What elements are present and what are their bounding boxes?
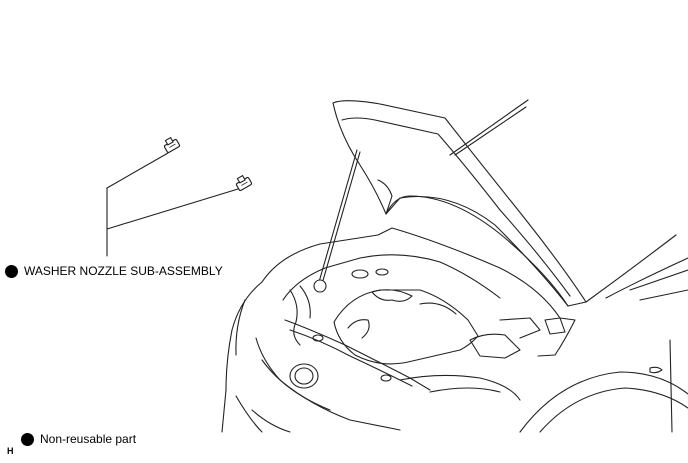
legend-text: Non-reusable part: [40, 432, 137, 446]
windshield-edge: [449, 99, 529, 156]
filled-circle-icon: [21, 432, 34, 446]
leader-lines: [106, 152, 239, 257]
legend: Non-reusable part: [21, 432, 136, 446]
engine-bay: [261, 227, 576, 391]
washer-nozzle-icon: [163, 136, 181, 153]
hood-panel: [332, 100, 587, 307]
right-fender: [519, 234, 688, 433]
part-name: WASHER NOZZLE SUB-ASSEMBLY: [24, 264, 223, 278]
front-bumper: [221, 281, 521, 433]
filled-circle-icon: [5, 264, 18, 278]
part-callout: WASHER NOZZLE SUB-ASSEMBLY: [5, 264, 223, 278]
illustration-code: H: [7, 446, 14, 456]
hood-prop-rod: [318, 149, 361, 285]
washer-nozzle-icon: [235, 174, 253, 191]
